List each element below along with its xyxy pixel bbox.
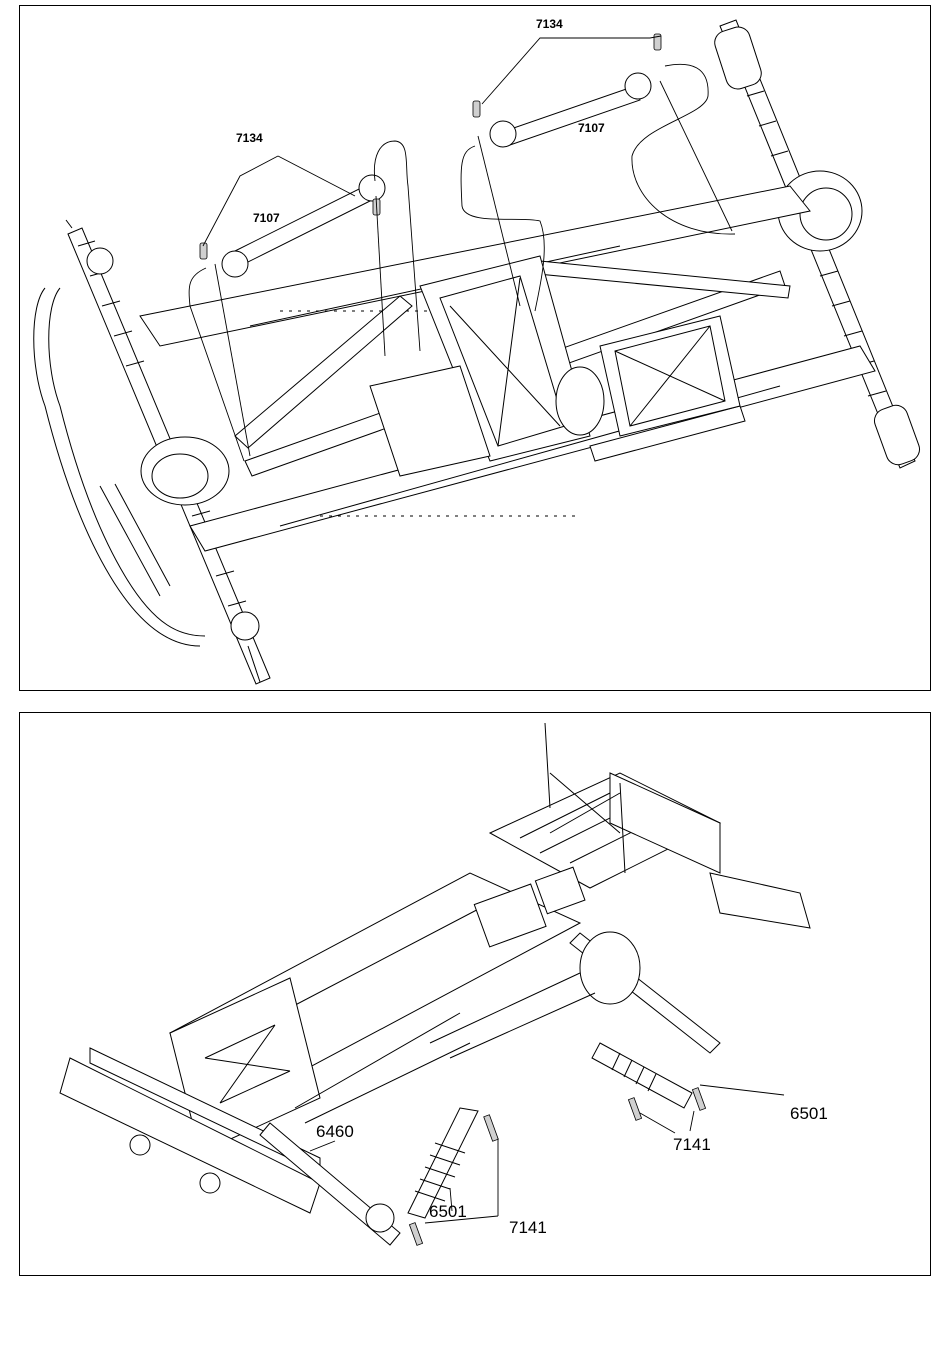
callout-7107-front: 7107 [253, 211, 280, 225]
shock-rear [592, 1043, 706, 1120]
front-axle [66, 220, 270, 684]
rear-chassis-cage [490, 723, 810, 928]
chassis-tray [170, 867, 585, 1153]
callout-7141-front: 7141 [509, 1218, 547, 1237]
callout-6501-rear: 6501 [790, 1104, 828, 1123]
bottom-assembly-panel: 6460 6501 7141 6501 7141 [19, 712, 931, 1276]
top-assembly-panel: 7134 7107 7134 7107 [19, 5, 931, 691]
driveshaft-rear [473, 34, 661, 147]
callout-7134-rear: 7134 [536, 17, 563, 31]
callout-7134-front: 7134 [236, 131, 263, 145]
callout-7141-rear: 7141 [673, 1135, 711, 1154]
callout-6501-front: 6501 [429, 1202, 467, 1221]
driveshaft-front [200, 175, 385, 277]
callout-lead-lines [310, 1085, 784, 1223]
callout-7107-rear: 7107 [578, 121, 605, 135]
callout-6460: 6460 [316, 1122, 354, 1141]
center-skid [370, 256, 740, 476]
top-assembly-drawing: 7134 7107 7134 7107 [20, 6, 932, 692]
bottom-assembly-drawing: 6460 6501 7141 6501 7141 [20, 713, 932, 1277]
shock-front [408, 1108, 498, 1245]
